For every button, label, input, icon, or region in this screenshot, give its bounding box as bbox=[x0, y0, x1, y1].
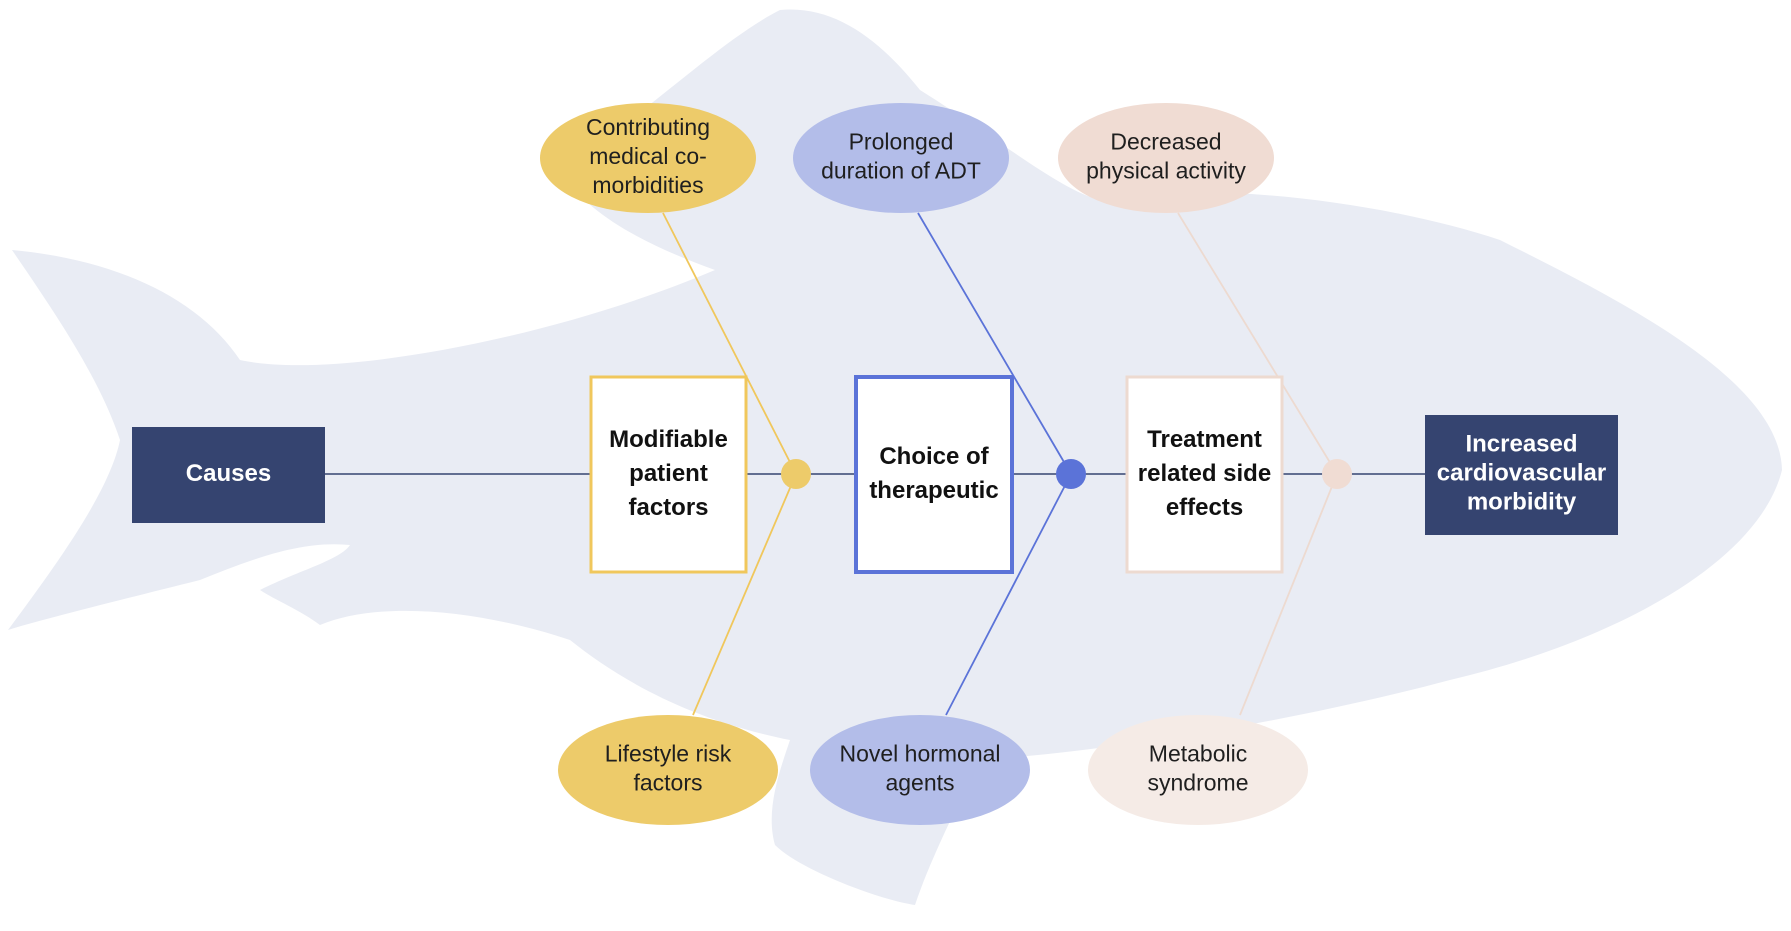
category-label: Choice of therapeutic bbox=[869, 443, 998, 504]
oval-shape bbox=[558, 715, 778, 825]
bone-line-modifiable-top bbox=[662, 212, 797, 475]
label-line: effects bbox=[1166, 494, 1243, 521]
category-label: Modifiable patient factors bbox=[609, 426, 728, 521]
label-line: Choice of bbox=[879, 443, 989, 470]
cause-oval-side-effects-bottom: Metabolic syndrome bbox=[1088, 715, 1308, 825]
oval-shape bbox=[793, 103, 1009, 213]
label-line: factors bbox=[628, 494, 708, 521]
label-line: morbidities bbox=[592, 172, 703, 198]
label-line: morbidity bbox=[1467, 488, 1577, 515]
label-line: duration of ADT bbox=[821, 158, 981, 184]
category-box-modifiable: Modifiable patient factors bbox=[589, 375, 748, 574]
label-line: Metabolic bbox=[1149, 741, 1247, 767]
junction-node-modifiable bbox=[781, 459, 811, 489]
causes-box-background bbox=[132, 427, 325, 523]
label-line: patient bbox=[629, 460, 708, 487]
cause-label: Prolonged duration of ADT bbox=[821, 129, 981, 184]
label-line: medical co- bbox=[589, 143, 707, 169]
label-line: agents bbox=[885, 770, 954, 796]
label-line: Decreased bbox=[1110, 129, 1221, 155]
cause-label: Lifestyle risk factors bbox=[605, 741, 732, 796]
oval-shape bbox=[1058, 103, 1274, 213]
cause-label: Metabolic syndrome bbox=[1148, 741, 1249, 796]
bone-line-modifiable-bottom bbox=[692, 473, 797, 716]
cause-ovals: Contributing medical co-morbiditiesLifest… bbox=[540, 103, 1308, 825]
label-line: Lifestyle risk bbox=[605, 741, 732, 767]
label-line: factors bbox=[633, 770, 702, 796]
label-line: Modifiable bbox=[609, 426, 728, 453]
cause-label: Contributing medical co-morbidities bbox=[586, 114, 710, 198]
cause-oval-therapeutic-top: Prolonged duration of ADT bbox=[793, 103, 1009, 213]
bone-line-side-effects-bottom bbox=[1239, 473, 1338, 716]
category-label: Treatment related side effects bbox=[1138, 426, 1271, 521]
oval-shape bbox=[540, 103, 756, 213]
cause-oval-therapeutic-bottom: Novel hormonal agents bbox=[810, 715, 1030, 825]
cause-oval-side-effects-top: Decreased physical activity bbox=[1058, 103, 1274, 213]
label-line: cardiovascular bbox=[1437, 459, 1606, 486]
category-boxes: Modifiable patient factors Choice of therape… bbox=[589, 375, 1284, 574]
junction-node-side-effects bbox=[1322, 459, 1352, 489]
causes-label: Causes bbox=[186, 460, 271, 487]
junction-node-therapeutic bbox=[1056, 459, 1086, 489]
category-box-therapeutic: Choice of therapeutic bbox=[854, 375, 1014, 574]
label-line: syndrome bbox=[1148, 770, 1249, 796]
bone-line-therapeutic-bottom bbox=[945, 473, 1072, 716]
cause-label: Novel hormonal agents bbox=[839, 741, 1000, 796]
label-line: physical activity bbox=[1086, 158, 1246, 184]
label-line: related side bbox=[1138, 460, 1271, 487]
category-box-border bbox=[589, 375, 748, 574]
causes-box: Causes bbox=[132, 427, 325, 523]
bone-line-therapeutic-top bbox=[917, 212, 1072, 475]
bone-line-side-effects-top bbox=[1177, 212, 1338, 475]
label-line: Contributing bbox=[586, 114, 710, 140]
cause-label: Decreased physical activity bbox=[1086, 129, 1246, 184]
category-box-side-effects: Treatment related side effects bbox=[1125, 375, 1284, 574]
cause-oval-modifiable-top: Contributing medical co-morbidities bbox=[540, 103, 756, 213]
cause-oval-modifiable-bottom: Lifestyle risk factors bbox=[558, 715, 778, 825]
label-line: Prolonged bbox=[849, 129, 954, 155]
oval-shape bbox=[810, 715, 1030, 825]
category-box-border bbox=[854, 375, 1014, 574]
connector-lines bbox=[325, 212, 1425, 716]
outcome-box-background bbox=[1425, 415, 1618, 535]
label-line: Treatment bbox=[1147, 426, 1262, 453]
label-line: Novel hormonal bbox=[839, 741, 1000, 767]
category-box-border bbox=[1125, 375, 1284, 574]
label-line: Increased bbox=[1465, 430, 1577, 457]
label-line: therapeutic bbox=[869, 477, 998, 504]
oval-shape bbox=[1088, 715, 1308, 825]
label-line: Causes bbox=[186, 460, 271, 487]
